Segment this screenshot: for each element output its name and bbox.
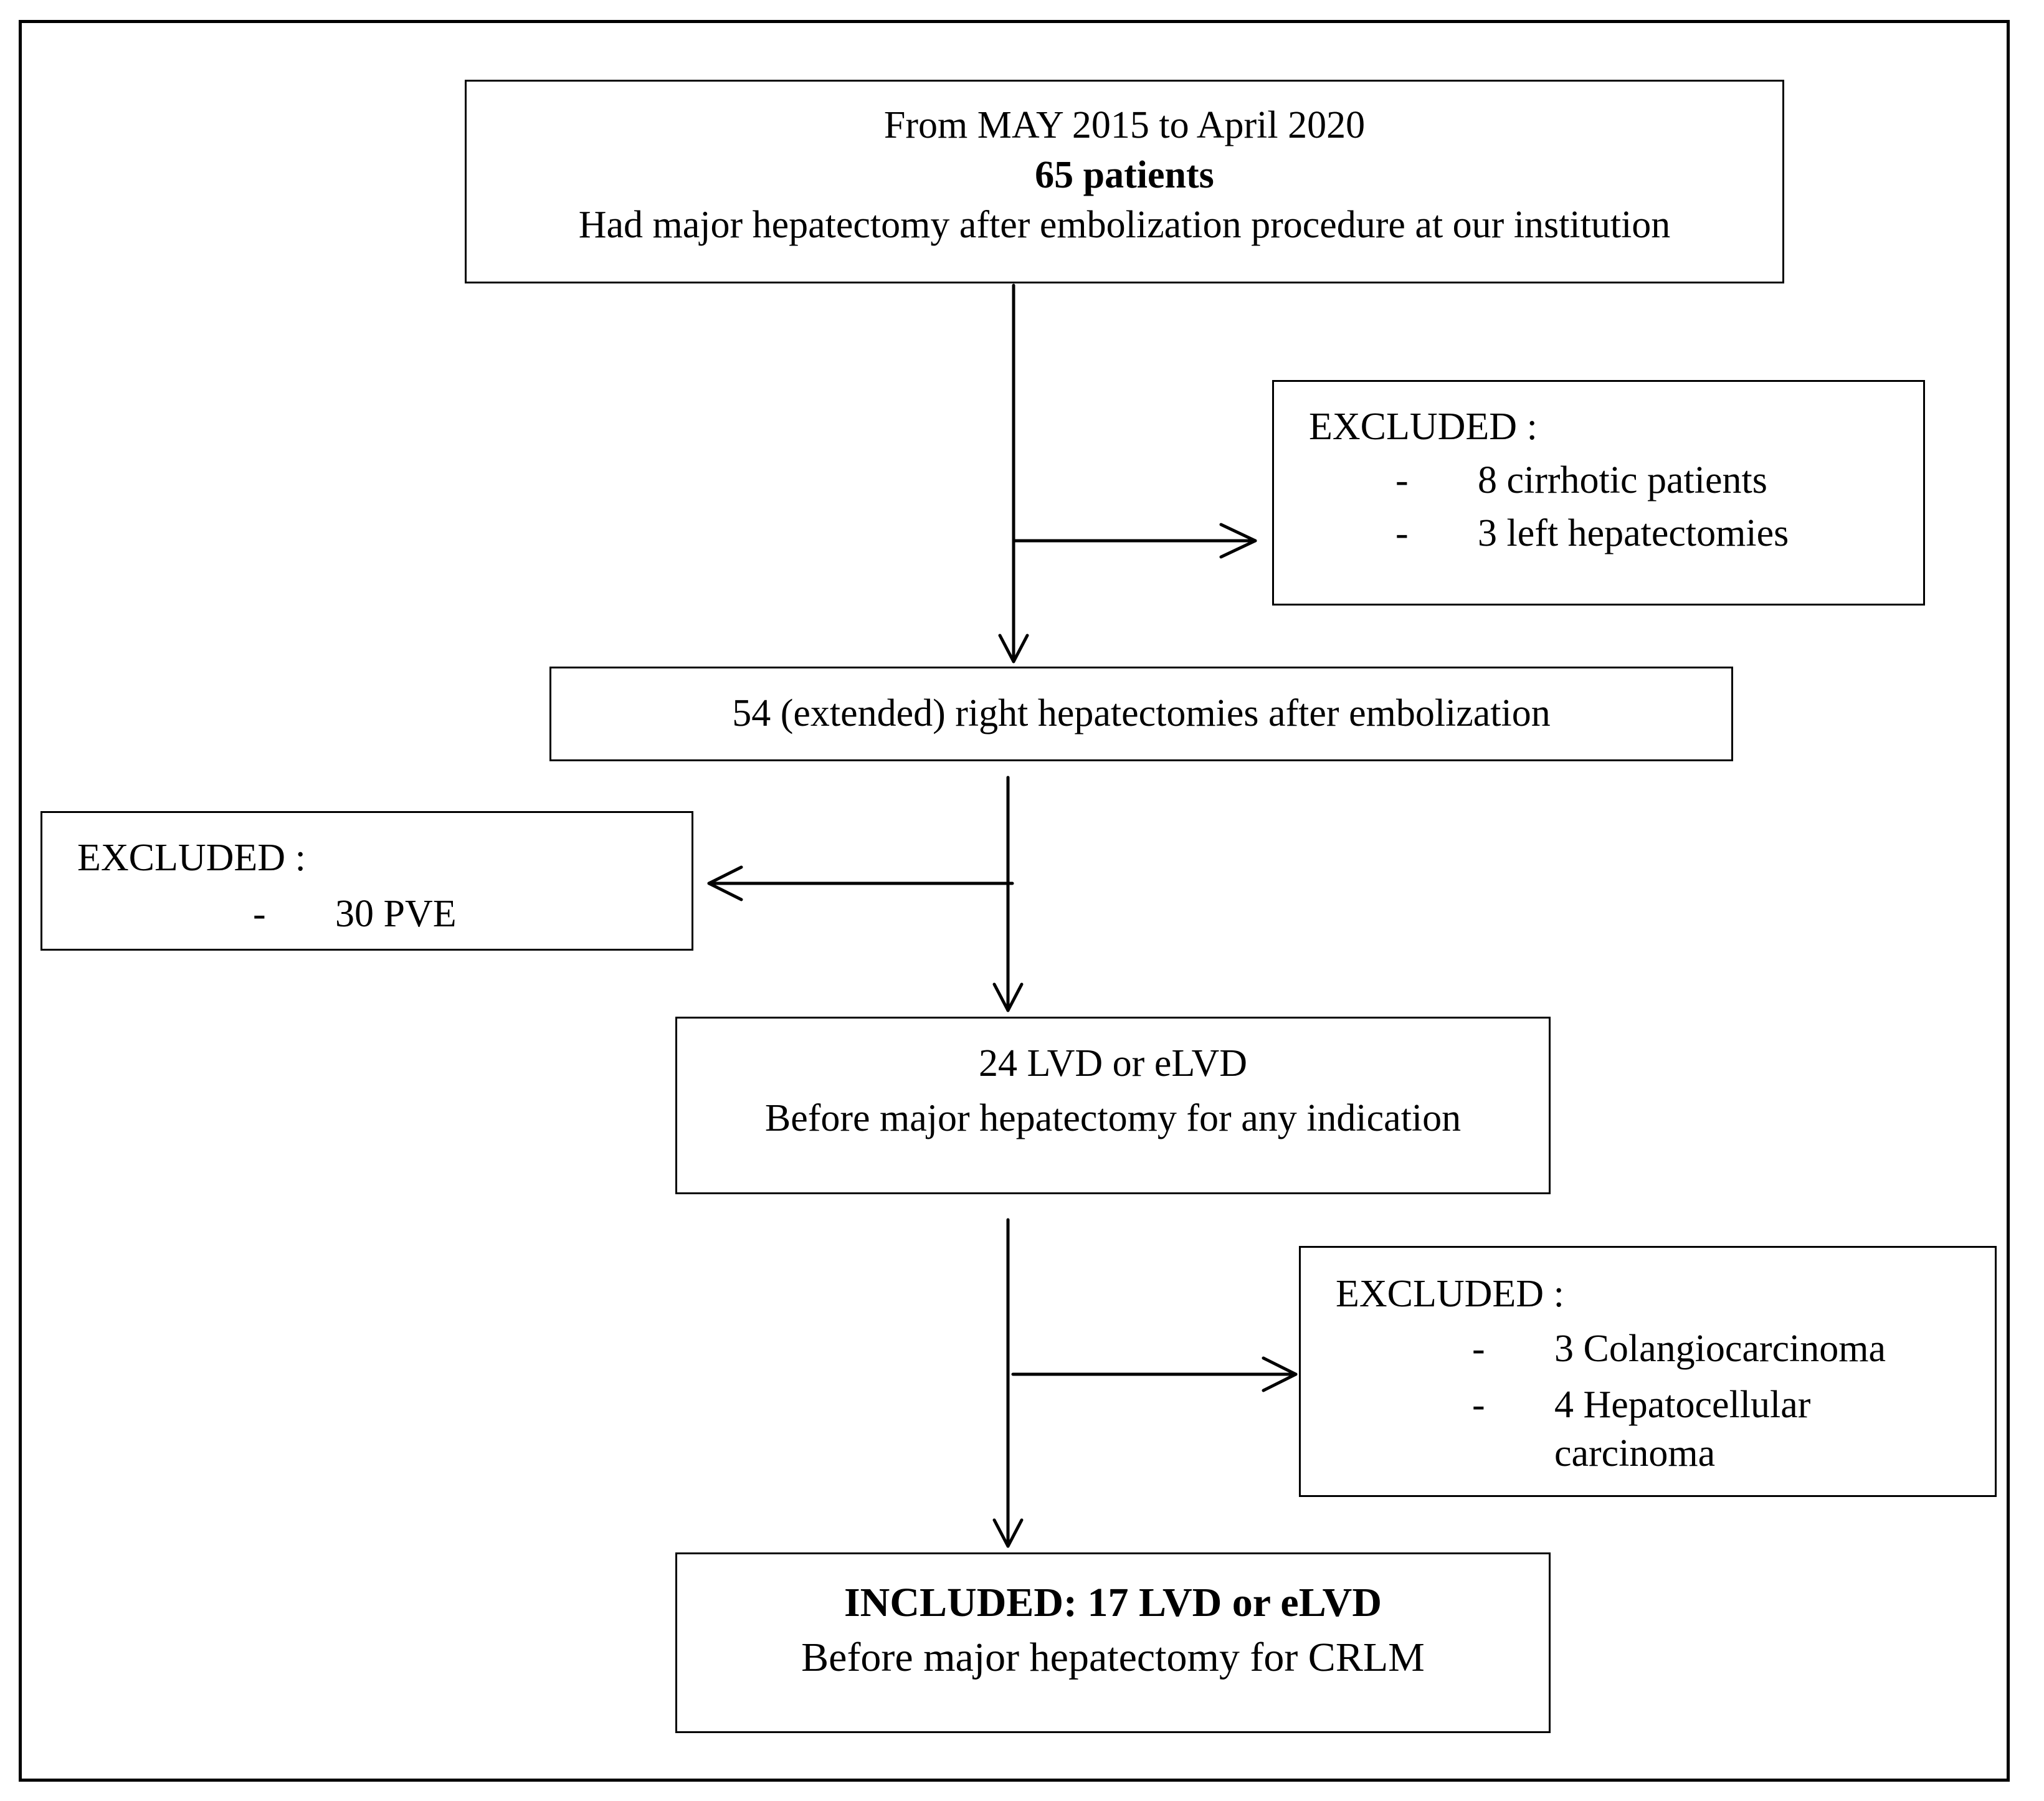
excluded-1-item-2: 3 left hepatectomies — [1478, 512, 1789, 554]
excluded-1-dash-1: - — [1395, 459, 1409, 501]
final-box: INCLUDED: 17 LVD or eLVD Before major he… — [675, 1552, 1551, 1733]
start-patient-count: 65 patients — [1035, 154, 1214, 196]
excluded-2-title: EXCLUDED : — [77, 837, 306, 879]
arrowhead-excluded-3 — [1262, 1356, 1298, 1392]
excluded-1-title: EXCLUDED : — [1309, 406, 1538, 448]
excluded-3-title: EXCLUDED : — [1336, 1273, 1564, 1315]
excluded-2-item-1: 30 PVE — [335, 893, 457, 935]
step-box-2: 54 (extended) right hepatectomies after … — [549, 667, 1733, 761]
step-box-3: 24 LVD or eLVD Before major hepatectomy … — [675, 1017, 1551, 1194]
start-date-range: From MAY 2015 to April 2020 — [883, 104, 1366, 146]
final-included-count: INCLUDED: 17 LVD or eLVD — [844, 1580, 1382, 1625]
excluded-2-dash-1: - — [253, 893, 266, 935]
excluded-box-3: EXCLUDED : - 3 Colangiocarcinoma - 4 Hep… — [1299, 1246, 1997, 1497]
excluded-box-2: EXCLUDED : - 30 PVE — [40, 811, 693, 951]
start-description: Had major hepatectomy after embolization… — [578, 204, 1671, 246]
excluded-3-dash-2: - — [1472, 1384, 1485, 1426]
figure-frame — [19, 20, 2010, 1782]
excluded-3-item-1: 3 Colangiocarcinoma — [1554, 1328, 1886, 1370]
arrowhead-final — [992, 1518, 1024, 1548]
step-3-count: 24 LVD or eLVD — [978, 1042, 1248, 1085]
arrowhead-step2 — [998, 634, 1029, 663]
excluded-1-dash-2: - — [1395, 512, 1409, 554]
start-box: From MAY 2015 to April 2020 65 patients … — [465, 80, 1784, 283]
excluded-1-item-1: 8 cirrhotic patients — [1478, 459, 1767, 501]
excluded-box-1: EXCLUDED : - 8 cirrhotic patients - 3 le… — [1272, 380, 1925, 606]
excluded-3-dash-1: - — [1472, 1328, 1485, 1370]
arrowhead-excluded-2 — [707, 865, 743, 901]
step-2-label: 54 (extended) right hepatectomies after … — [732, 692, 1551, 734]
excluded-3-item-2: 4 Hepatocellular — [1554, 1384, 1811, 1426]
arrowhead-step3 — [992, 982, 1024, 1012]
excluded-3-item-2-cont: carcinoma — [1554, 1432, 1716, 1475]
final-description: Before major hepatectomy for CRLM — [801, 1635, 1425, 1680]
step-3-description: Before major hepatectomy for any indicat… — [764, 1097, 1462, 1139]
arrowhead-excluded-1 — [1219, 523, 1257, 559]
